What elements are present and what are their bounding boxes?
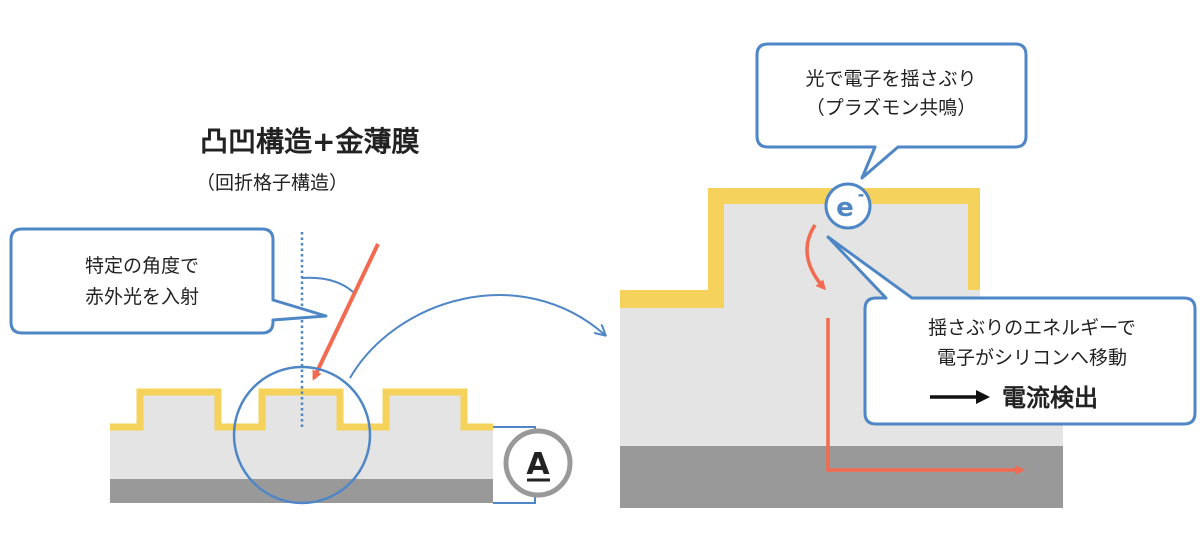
callout-plasmon-bubble — [755, 42, 1028, 180]
left-ridge-3 — [386, 392, 464, 428]
right-gold-film — [620, 188, 980, 308]
incident-infrared-ray — [312, 243, 380, 381]
callout-plasmon: 光で電子を揺さぶり （プラズモン共鳴） — [755, 42, 1028, 180]
electron-motion-arrow — [805, 224, 826, 291]
electron: e - — [824, 182, 872, 230]
callout-transfer: 揺さぶりのエネルギーで 電子がシリコンへ移動 電流検出 — [826, 235, 1197, 426]
callout-incident-line-2: 赤外光を入射 — [85, 286, 199, 308]
electron-charge: - — [858, 185, 865, 204]
callout-transfer-line-2: 電子がシリコンへ移動 — [937, 347, 1127, 369]
callout-transfer-line-1: 揺さぶりのエネルギーで — [928, 317, 1136, 339]
current-flow-arrow — [826, 318, 1025, 475]
electron-circle — [824, 182, 872, 230]
zoom-connector-arrow — [349, 294, 605, 379]
left-ridge-1 — [140, 392, 218, 428]
diagram-title: 凸凹構造+金薄膜 — [200, 125, 419, 158]
callout-incident-bubble — [9, 227, 328, 335]
zoom-region-circle — [232, 365, 372, 505]
right-substrate — [620, 446, 1063, 508]
electron-label: e — [836, 193, 854, 223]
callout-incident-light: 特定の角度で 赤外光を入射 — [9, 227, 328, 335]
left-substrate — [110, 479, 493, 503]
callout-plasmon-line-1: 光で電子を揺さぶり — [805, 68, 976, 90]
incident-angle-arc — [301, 276, 354, 293]
callout-transfer-result: 電流検出 — [1002, 384, 1098, 412]
ammeter-circle — [503, 428, 573, 498]
callout-plasmon-line-2: （プラズモン共鳴） — [806, 97, 977, 119]
callout-transfer-bubble — [826, 235, 1197, 426]
ammeter-label: A — [526, 447, 550, 482]
left-silicon-layer — [110, 427, 493, 479]
diagram-subtitle: （回折格子構造） — [196, 172, 348, 194]
callout-incident-line-1: 特定の角度で — [85, 255, 199, 277]
ammeter-circuit: A — [493, 426, 573, 504]
